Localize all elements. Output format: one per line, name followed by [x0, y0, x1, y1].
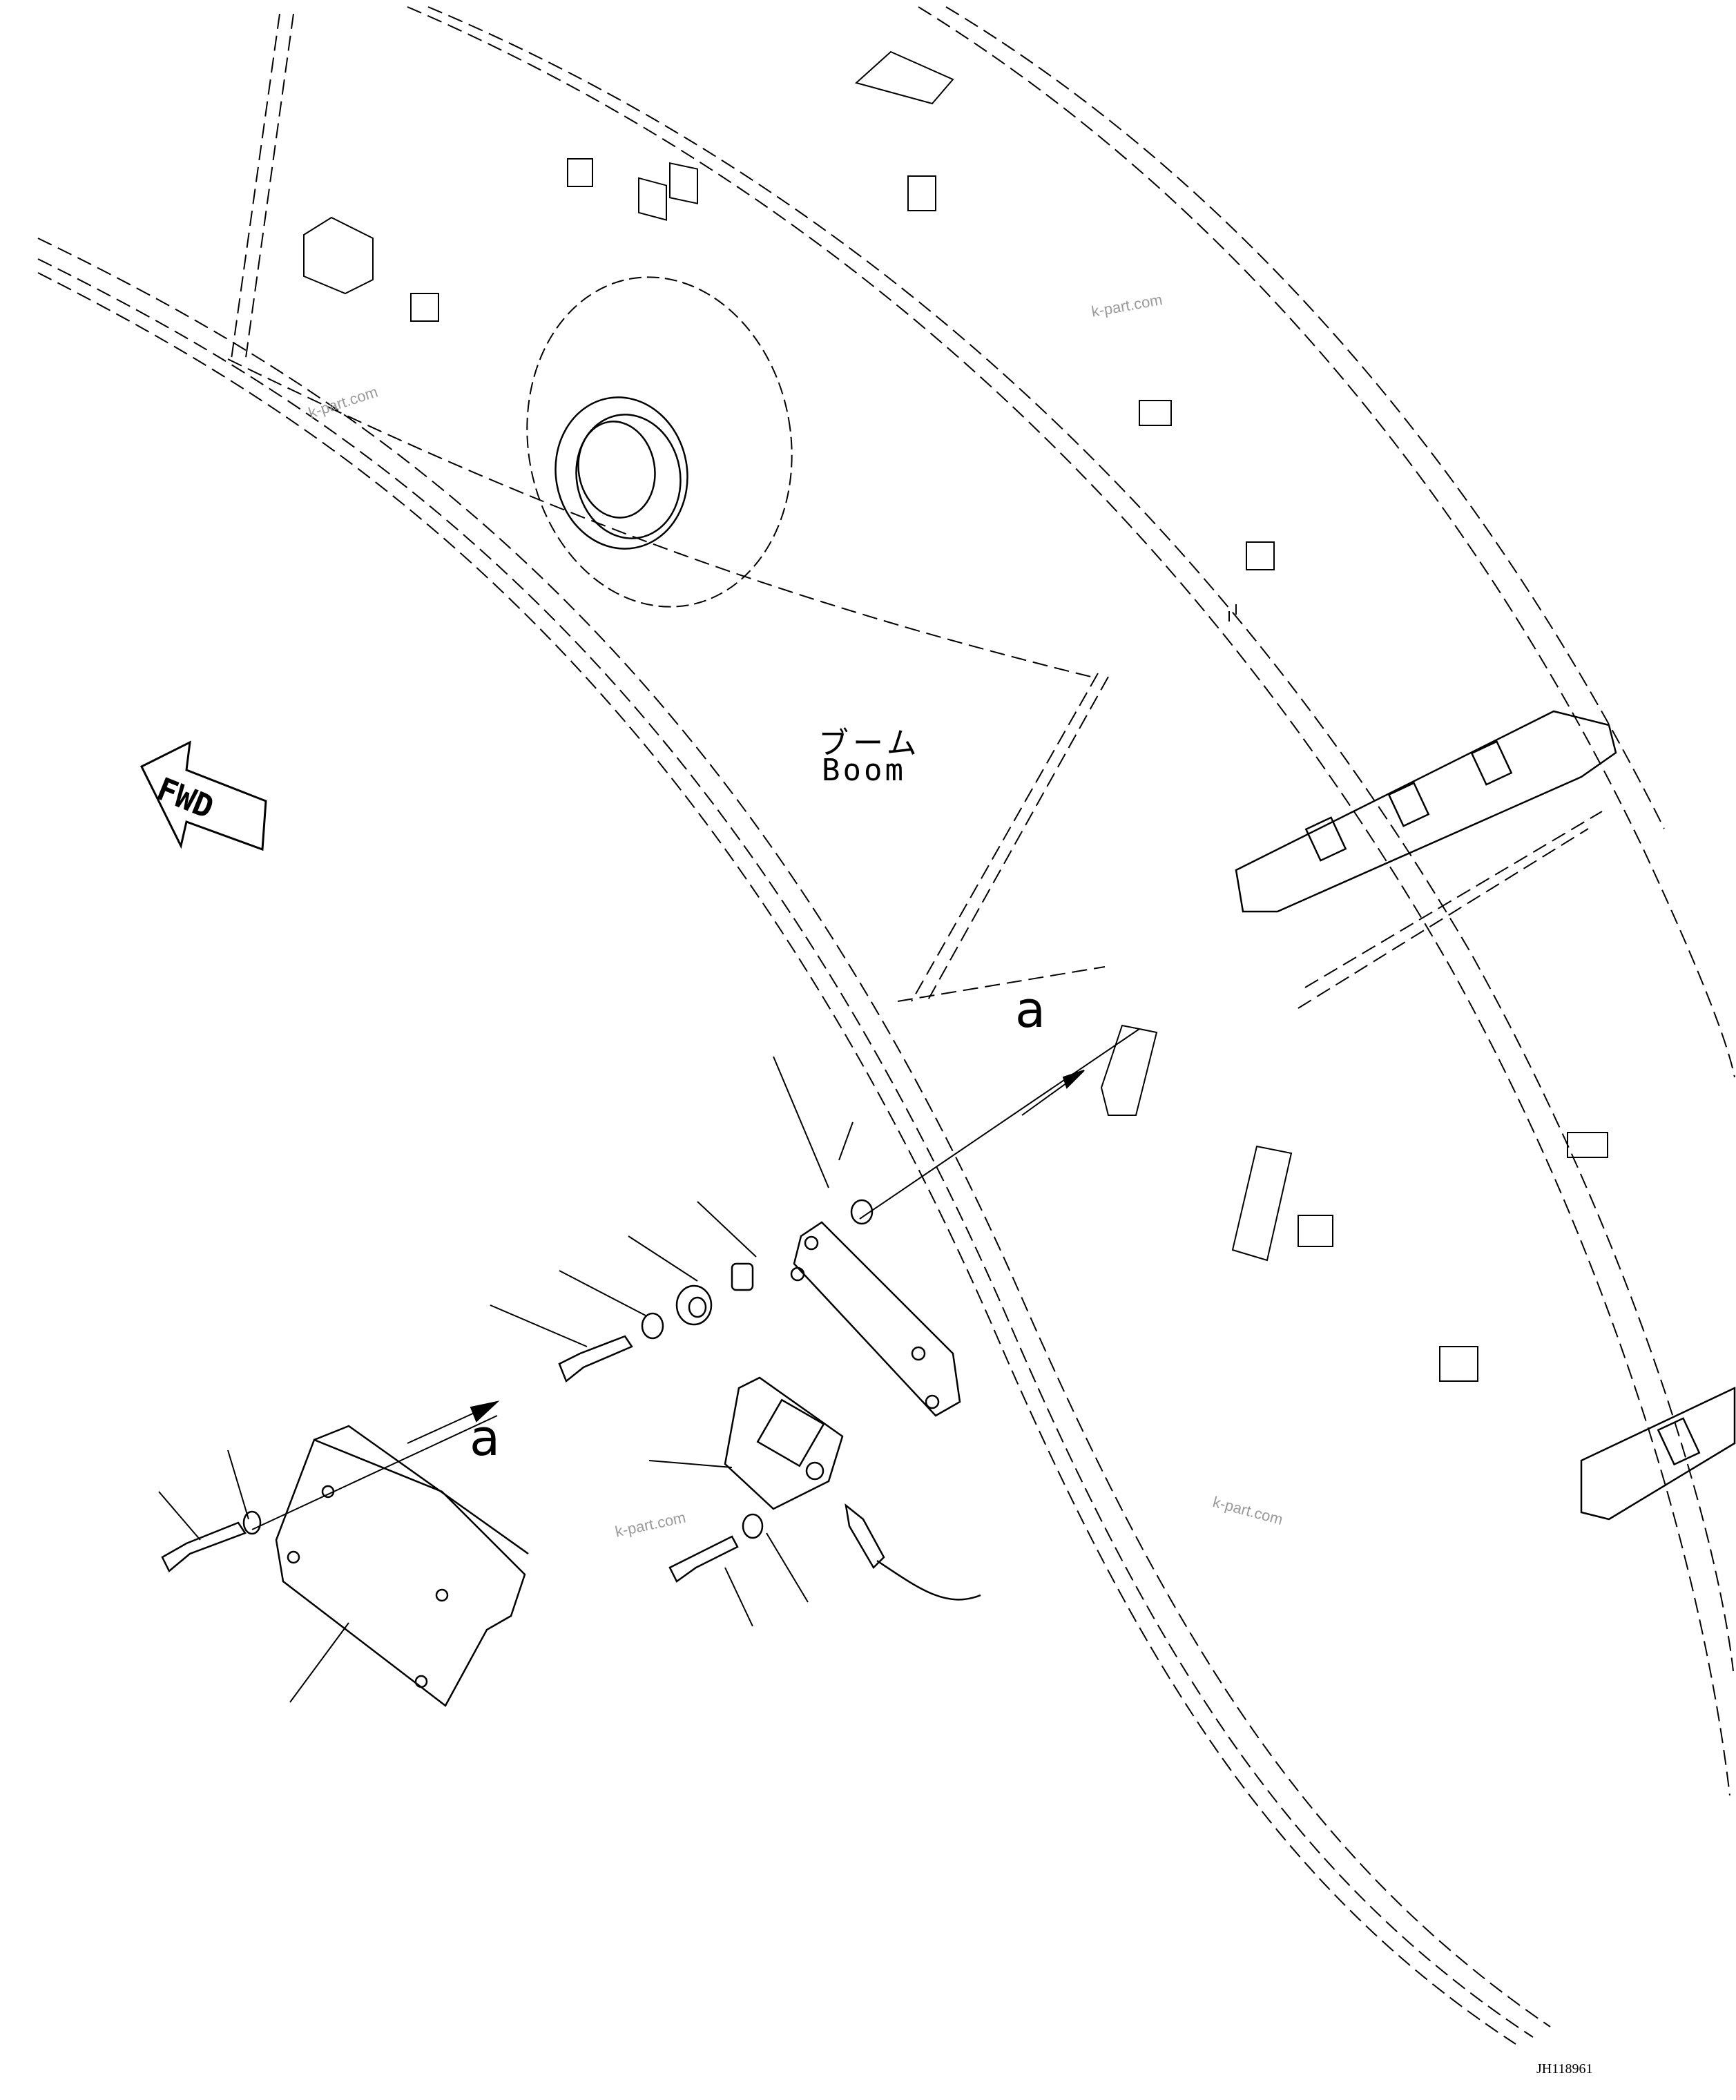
boom-outline	[37, 6, 1735, 2045]
boom-pivot	[526, 276, 793, 608]
collar	[675, 1284, 713, 1326]
drawing-code: JH118961	[1536, 2061, 1593, 2077]
bolt-upper	[558, 1335, 633, 1383]
boom-mount-pads	[1100, 1024, 1293, 1262]
view-label-a-lower: a	[470, 1409, 501, 1467]
spacer-pin	[731, 1262, 754, 1291]
boom-bracket-lower	[1580, 1387, 1736, 1521]
boom-bracket-upper	[1235, 710, 1617, 913]
mounting-plate	[790, 1221, 961, 1417]
washer-switch	[742, 1513, 764, 1539]
harness-connector	[845, 1503, 981, 1601]
fwd-arrow	[139, 740, 267, 851]
bolt-switch	[668, 1535, 739, 1583]
switch-assembly	[724, 1376, 844, 1510]
boom-label-jp: ブーム	[818, 726, 921, 761]
boom-clamps	[303, 50, 1608, 1382]
washer-cover	[242, 1510, 262, 1535]
cover-plate	[275, 1425, 529, 1707]
view-label-a-upper: a	[1015, 981, 1046, 1039]
bolt-cover	[161, 1521, 247, 1572]
boom-label-en: Boom	[822, 753, 906, 788]
leader-lines	[158, 1028, 1140, 1703]
washer-plate	[850, 1199, 874, 1225]
washer-upper	[641, 1312, 664, 1340]
